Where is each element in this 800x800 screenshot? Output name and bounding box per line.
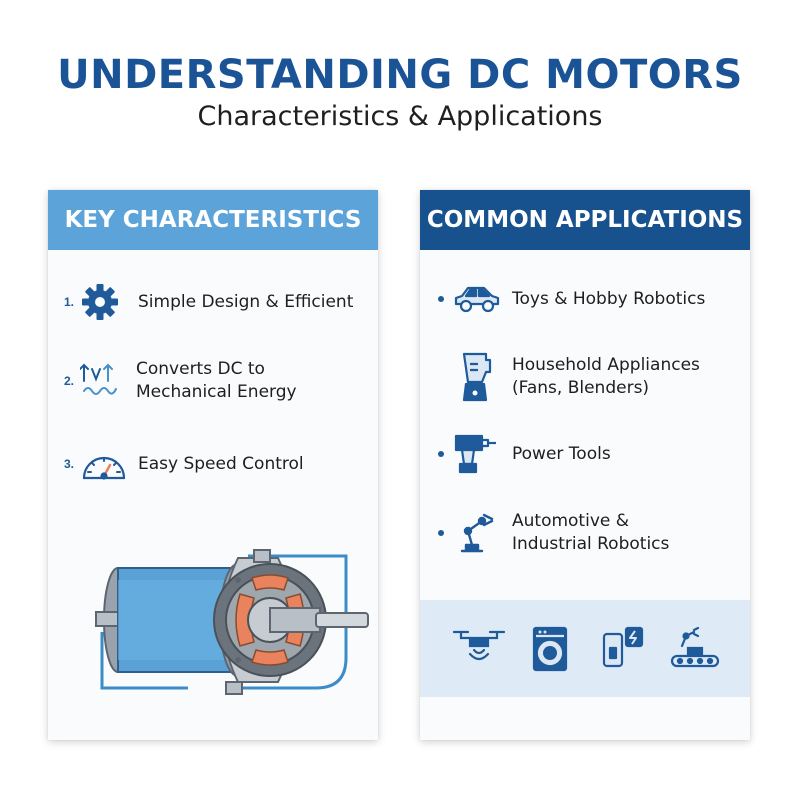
page-subtitle: Characteristics & Applications (197, 101, 603, 132)
application-label-3: Power Tools (512, 443, 611, 464)
toy-car-icon (452, 284, 510, 314)
gear-icon (80, 282, 128, 322)
washing-machine-icon (530, 626, 570, 677)
page-title: UNDERSTANDING DC MOTORS (57, 52, 743, 98)
characteristic-item-2: 2. Converts DC to Mechanical Energy (64, 358, 297, 404)
phone-charging-icon (600, 626, 648, 677)
application-label-2: Household Appliances (Fans, Blenders) (512, 354, 700, 400)
conveyor-robot-icon (666, 626, 724, 677)
application-label-1: Toys & Hobby Robotics (512, 288, 706, 309)
application-label-2-line1: Household Appliances (512, 355, 700, 375)
characteristic-item-1: 1. Simple Design & Efficient (64, 282, 353, 322)
bullet-dot (438, 296, 444, 302)
application-item-3: Power Tools (438, 432, 611, 476)
characteristic-number-1: 1. (64, 295, 75, 309)
bullet-dot (438, 451, 444, 457)
application-item-4: Automotive & Industrial Robotics (438, 510, 669, 556)
application-label-4-line2: Industrial Robotics (512, 534, 670, 554)
power-drill-icon (452, 432, 510, 476)
dc-motor-cutaway-illustration (88, 520, 378, 720)
application-item-1: Toys & Hobby Robotics (438, 284, 705, 314)
blender-icon (456, 350, 504, 404)
application-label-2-line2: (Fans, Blenders) (512, 378, 650, 398)
characteristic-number-2: 2. (64, 374, 75, 388)
application-label-4: Automotive & Industrial Robotics (512, 510, 669, 556)
key-characteristics-header: KEY CHARACTERISTICS (48, 190, 378, 250)
application-icons-band (420, 600, 750, 697)
drone-icon (450, 626, 508, 677)
characteristic-number-3: 3. (64, 457, 75, 471)
characteristic-label-2-line2: Mechanical Energy (136, 382, 297, 402)
characteristic-label-3: Easy Speed Control (138, 453, 304, 474)
common-applications-card: COMMON APPLICATIONS Toys & Hobby Robotic… (420, 190, 750, 740)
characteristic-label-1: Simple Design & Efficient (138, 291, 354, 312)
application-label-4-line1: Automotive & (512, 511, 629, 531)
bullet-dot (438, 530, 444, 536)
characteristic-label-2: Converts DC to Mechanical Energy (136, 358, 297, 404)
application-item-2: Household Appliances (Fans, Blenders) (456, 350, 700, 404)
characteristic-label-2-line1: Converts DC to (136, 359, 265, 379)
robotic-arm-icon (452, 511, 510, 555)
voltage-waveform-icon (79, 359, 128, 403)
common-applications-header: COMMON APPLICATIONS (420, 190, 750, 250)
key-characteristics-card: KEY CHARACTERISTICS 1. Simple Des (48, 190, 378, 740)
speedometer-icon (80, 446, 130, 482)
characteristic-item-3: 3. Easy Speed Control (64, 446, 304, 482)
